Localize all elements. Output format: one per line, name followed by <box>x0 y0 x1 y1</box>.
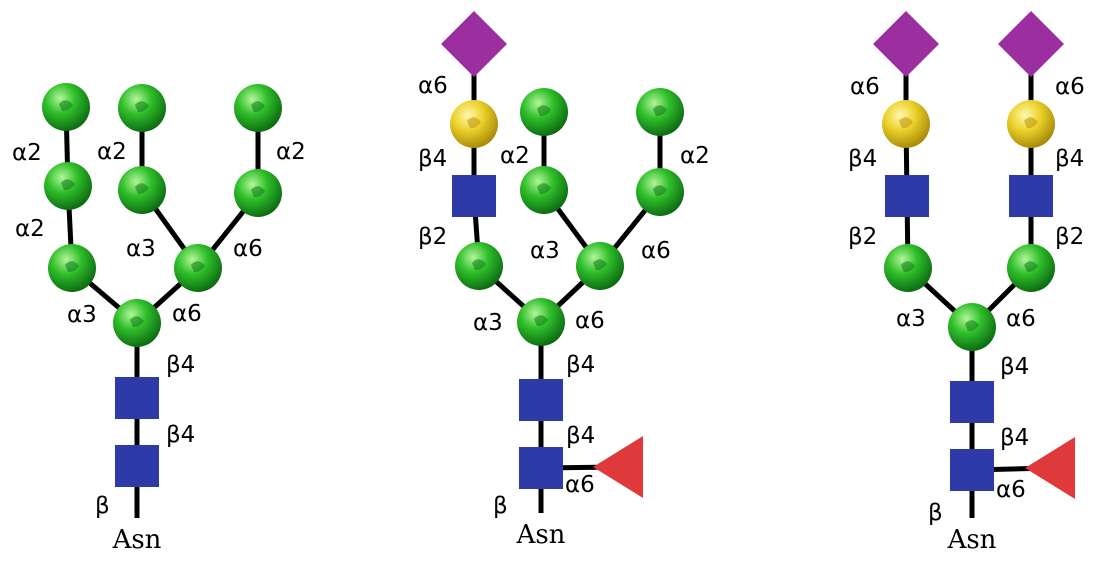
mannose-circle <box>520 166 568 214</box>
mannose-circle <box>517 298 565 346</box>
linkage-label: α6 <box>565 472 595 498</box>
linkage-label: α2 <box>97 139 127 165</box>
linkage-label: β2 <box>418 224 447 250</box>
linkage-label: β4 <box>1000 354 1029 380</box>
linkage-label: α2 <box>15 216 45 242</box>
glcnac-square <box>115 445 159 487</box>
linkage-label: α6 <box>1006 306 1036 332</box>
glcnac-square <box>1009 175 1053 217</box>
mannose-circle <box>520 88 568 136</box>
mannose-circle <box>948 303 996 351</box>
mannose-circle <box>44 162 92 210</box>
linkage-label: β <box>928 500 943 526</box>
galactose-circle <box>1007 100 1055 148</box>
glcnac-square <box>950 381 994 423</box>
linkage-label: α6 <box>233 236 263 262</box>
mannose-circle <box>636 168 684 216</box>
linkage-label: β4 <box>1000 425 1029 451</box>
linkage-label: β4 <box>166 422 195 448</box>
linkage-label: β2 <box>848 224 877 250</box>
linkage-label: α2 <box>276 139 306 165</box>
linkage-label: α3 <box>126 236 156 262</box>
glcnac-square <box>519 447 563 489</box>
mannose-circle <box>48 244 96 292</box>
asn-label: Asn <box>947 525 997 555</box>
mannose-circle <box>42 83 90 131</box>
linkage-label: α6 <box>850 74 880 100</box>
glcnac-square <box>115 377 159 419</box>
linkage-label: β4 <box>566 352 595 378</box>
mannose-circle <box>576 242 624 290</box>
galactose-circle <box>882 100 930 148</box>
glcnac-square <box>885 175 929 217</box>
linkage-label: β4 <box>566 423 595 449</box>
linkage-label: α3 <box>67 302 97 328</box>
linkage-label: α2 <box>12 140 42 166</box>
mannose-circle <box>884 244 932 292</box>
linkage-label: β <box>493 493 508 519</box>
galactose-circle <box>450 100 498 148</box>
linkage-label: α6 <box>1055 74 1085 100</box>
linkage-label: α2 <box>500 143 530 169</box>
linkage-label: α3 <box>473 310 503 336</box>
mannose-circle <box>234 84 282 132</box>
mannose-circle <box>174 244 222 292</box>
sialic-acid-diamond <box>998 11 1064 77</box>
linkage-label: α6 <box>996 477 1026 503</box>
mannose-circle <box>636 88 684 136</box>
mannose-circle <box>118 166 166 214</box>
linkage-label: β4 <box>418 146 447 172</box>
linkage-label: α6 <box>172 301 202 327</box>
asn-label: Asn <box>112 525 162 555</box>
sialic-acid-diamond <box>873 11 939 77</box>
glcnac-square <box>519 379 563 421</box>
linkage-label: α2 <box>680 143 710 169</box>
linkage-label: β4 <box>1055 146 1084 172</box>
linkage-label: β2 <box>1055 224 1084 250</box>
glcnac-square <box>950 449 994 491</box>
mannose-circle <box>113 299 161 347</box>
mannose-circle <box>118 84 166 132</box>
linkage-label: α6 <box>418 73 448 99</box>
linkage-label: α6 <box>641 238 671 264</box>
fucose-triangle <box>593 436 643 498</box>
linkage-label: α3 <box>896 306 926 332</box>
linkage-label: α6 <box>575 308 605 334</box>
fucose-triangle <box>1025 437 1075 499</box>
linkage-label: β4 <box>848 146 877 172</box>
asn-label: Asn <box>516 520 566 550</box>
linkage-label: β4 <box>166 352 195 378</box>
mannose-circle <box>234 169 282 217</box>
mannose-circle <box>455 242 503 290</box>
linkage-label: α3 <box>530 238 560 264</box>
mannose-circle <box>1007 244 1055 292</box>
linkage-label: β <box>95 493 110 519</box>
sialic-acid-diamond <box>441 11 507 77</box>
glcnac-square <box>452 175 496 217</box>
